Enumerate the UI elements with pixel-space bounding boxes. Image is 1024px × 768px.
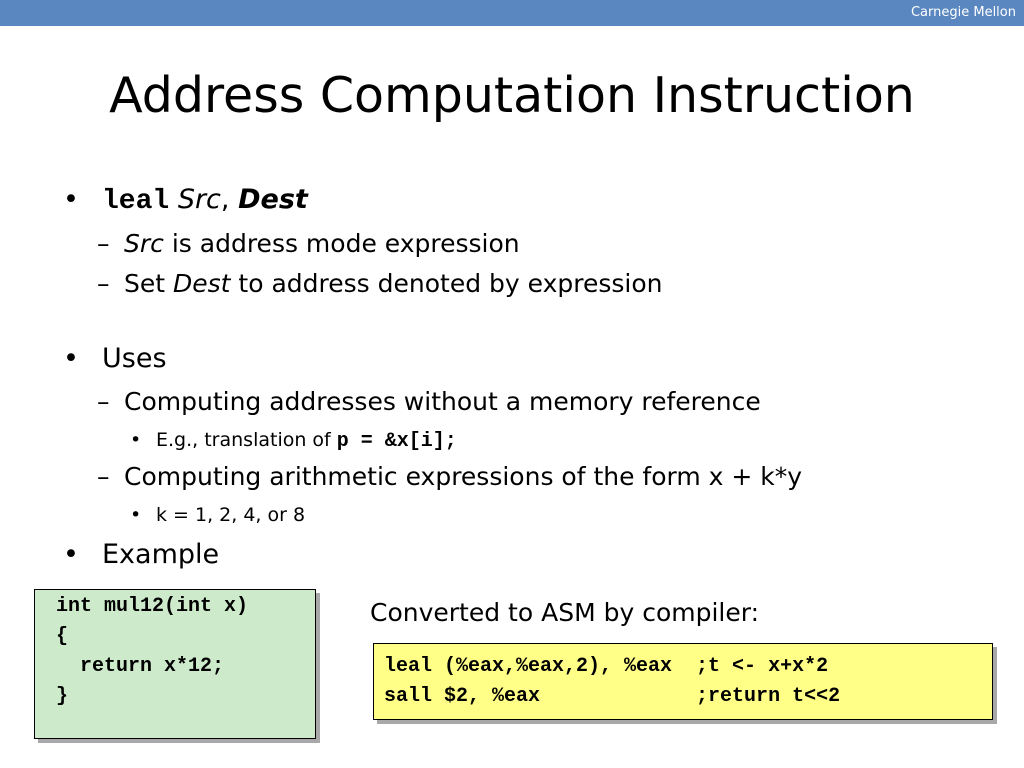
sub-sub-bullet-text: E.g., translation of bbox=[156, 429, 337, 451]
code-line: leal (%eax,%eax,2), %eax ;t <- x+x*2 bbox=[384, 655, 829, 678]
code-line: int mul12(int x) bbox=[56, 595, 249, 618]
asm-code-box: leal (%eax,%eax,2), %eax ;t <- x+x*2 sall… bbox=[373, 643, 993, 720]
header-bar: Carnegie Mellon bbox=[0, 0, 1024, 26]
asm-caption: Converted to ASM by compiler: bbox=[370, 598, 759, 627]
sub-sub-bullet-k-values: • k = 1, 2, 4, or 8 bbox=[130, 502, 306, 528]
bullet-dot-icon: • bbox=[130, 429, 142, 451]
dash-icon: – bbox=[97, 387, 110, 416]
sub-bullet-dest: – Set Dest to address denoted by express… bbox=[97, 268, 663, 300]
bullet-leal: • leal Src, Dest bbox=[63, 183, 308, 219]
dash-icon: – bbox=[97, 269, 110, 298]
bullet-label: Uses bbox=[102, 343, 167, 374]
slide-title: Address Computation Instruction bbox=[109, 67, 915, 124]
code-line: return x*12; bbox=[56, 655, 225, 678]
dest-term: Dest bbox=[238, 184, 308, 215]
institution-label: Carnegie Mellon bbox=[910, 5, 1016, 20]
bullet-dot-icon: • bbox=[63, 539, 79, 570]
code-line: { bbox=[56, 625, 69, 648]
sub-bullet-src: – Src is address mode expression bbox=[97, 228, 520, 260]
dest-term: Dest bbox=[173, 269, 231, 298]
sub-sub-bullet-text: k = 1, 2, 4, or 8 bbox=[156, 504, 306, 526]
sub-bullet-arithmetic: – Computing arithmetic expressions of th… bbox=[97, 461, 803, 493]
sub-bullet-text: Computing addresses without a memory ref… bbox=[124, 387, 761, 416]
bullet-dot-icon: • bbox=[130, 504, 142, 526]
sub-bullet-addresses: – Computing addresses without a memory r… bbox=[97, 386, 761, 418]
sub-sub-bullet-example: • E.g., translation of p = &x[i]; bbox=[130, 427, 457, 455]
bullet-dot-icon: • bbox=[63, 343, 79, 374]
translation-code: p = &x[i]; bbox=[336, 430, 457, 453]
sub-bullet-text: Computing arithmetic expressions of the … bbox=[124, 462, 803, 491]
bullet-label: Example bbox=[102, 539, 220, 570]
bullet-uses: • Uses bbox=[63, 342, 167, 376]
comma: , bbox=[220, 184, 230, 215]
bullet-dot-icon: • bbox=[63, 184, 79, 215]
sub-bullet-text: is address mode expression bbox=[163, 229, 520, 258]
c-code-box: int mul12(int x) { return x*12;} bbox=[34, 589, 316, 739]
src-term: Src bbox=[124, 229, 164, 258]
dash-icon: – bbox=[97, 229, 110, 258]
code-line: sall $2, %eax ;return t<<2 bbox=[384, 685, 841, 708]
sub-bullet-text: to address denoted by expression bbox=[230, 269, 663, 298]
src-term: Src bbox=[177, 184, 221, 215]
code-line: } bbox=[56, 685, 69, 708]
sub-bullet-pre: Set bbox=[124, 269, 173, 298]
bullet-example: • Example bbox=[63, 538, 220, 572]
dash-icon: – bbox=[97, 462, 110, 491]
leal-code: leal bbox=[102, 186, 170, 217]
